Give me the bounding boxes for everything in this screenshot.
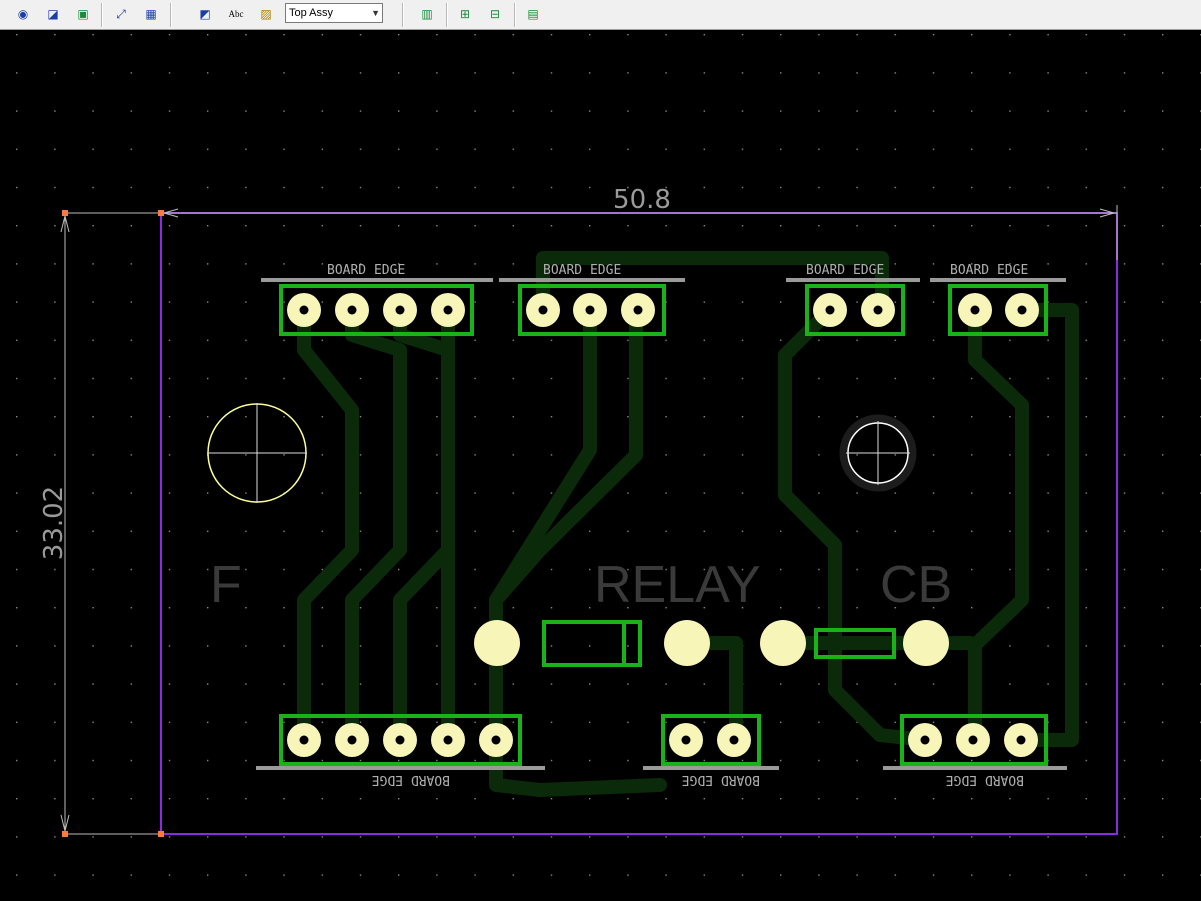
trace	[489, 303, 667, 797]
label-f: F	[210, 556, 242, 614]
board-edge-text: BOARD EDGE	[543, 263, 621, 278]
drc-icon[interactable]: ◩	[199, 7, 211, 21]
toolbar: ◉ ◪ ▣ ⤢ ▦ ◩ Abc ▨ Top Assy ▼ ▥ ⊞ ⊟ ▤	[0, 0, 1201, 30]
snap-icon[interactable]: ◉	[17, 7, 29, 21]
grid-dots	[0, 30, 1201, 901]
image-icon[interactable]: ▨	[260, 7, 272, 21]
board-edge-text: BOARD EDGE	[682, 772, 760, 787]
dimension-handles[interactable]	[62, 210, 164, 837]
footprint-outlines	[279, 284, 1048, 766]
dimension-height-label: 33.02	[39, 486, 69, 560]
toolbar-separator	[402, 3, 404, 27]
pad[interactable]	[908, 723, 942, 757]
pad[interactable]	[431, 293, 465, 327]
board-edge-labels: BOARD EDGE BOARD EDGE BOARD EDGE BOARD E…	[327, 263, 1028, 787]
pad[interactable]	[621, 293, 655, 327]
pad[interactable]	[474, 620, 520, 666]
pad[interactable]	[664, 620, 710, 666]
pad[interactable]	[383, 293, 417, 327]
toolbar-separator	[170, 3, 172, 27]
board-edge-text: BOARD EDGE	[946, 772, 1024, 787]
pad[interactable]	[335, 293, 369, 327]
pads	[287, 293, 1039, 757]
pad[interactable]	[431, 723, 465, 757]
pad[interactable]	[335, 723, 369, 757]
pad[interactable]	[861, 293, 895, 327]
chevron-down-icon: ▼	[371, 8, 380, 18]
connector-j1[interactable]	[279, 284, 474, 336]
pad[interactable]	[573, 293, 607, 327]
net-icon[interactable]: ⊞	[459, 7, 471, 21]
pad[interactable]	[760, 620, 806, 666]
trace	[489, 303, 643, 607]
board-edge-text: BOARD EDGE	[372, 772, 450, 787]
connector-j5[interactable]	[279, 714, 522, 766]
measure-icon[interactable]: ⤢	[116, 6, 126, 21]
connector-j7[interactable]	[900, 714, 1048, 766]
toolbar-separator	[101, 3, 103, 27]
connector-j6[interactable]	[661, 714, 761, 766]
board-edge-text: BOARD EDGE	[806, 263, 884, 278]
pad[interactable]	[669, 723, 703, 757]
pad[interactable]	[383, 723, 417, 757]
pad[interactable]	[1004, 723, 1038, 757]
toolbar-separator	[514, 3, 516, 27]
layer-icon[interactable]: ▣	[77, 7, 89, 21]
resistor-r1[interactable]	[814, 628, 896, 659]
pad[interactable]	[903, 620, 949, 666]
board-edge-text: BOARD EDGE	[327, 263, 405, 278]
pad[interactable]	[958, 293, 992, 327]
dimension-height[interactable]	[60, 212, 161, 835]
layer-select[interactable]: Top Assy ▼	[285, 3, 383, 23]
board-edge-text: BOARD EDGE	[950, 263, 1028, 278]
pad[interactable]	[717, 723, 751, 757]
grid-icon[interactable]: ▦	[145, 7, 157, 21]
pcb-canvas[interactable]: F RELAY CB BOARD EDGE BOARD EDGE BOARD E…	[0, 30, 1201, 901]
pad[interactable]	[479, 723, 513, 757]
pad[interactable]	[956, 723, 990, 757]
component-icon[interactable]: ▥	[421, 7, 433, 21]
trace	[968, 303, 1029, 747]
label-cb: CB	[880, 556, 952, 614]
text-icon[interactable]: Abc	[228, 9, 244, 19]
mounting-hole-left[interactable]	[207, 403, 307, 503]
layer-select-value: Top Assy	[289, 7, 334, 19]
route-icon[interactable]: ◪	[47, 7, 59, 21]
properties-icon[interactable]: ▤	[527, 7, 539, 21]
connector-j2[interactable]	[518, 284, 666, 336]
label-relay: RELAY	[594, 556, 761, 614]
pad[interactable]	[526, 293, 560, 327]
board-edge-lines	[256, 278, 1067, 770]
silkscreen: F RELAY CB	[210, 556, 952, 614]
pad[interactable]	[1005, 293, 1039, 327]
trace	[345, 303, 407, 747]
diode-d1[interactable]	[542, 620, 642, 667]
trace	[778, 303, 932, 747]
mounting-hole-right[interactable]	[839, 414, 917, 492]
ratsnest-icon[interactable]: ⊟	[489, 7, 501, 21]
pad[interactable]	[813, 293, 847, 327]
pad[interactable]	[287, 723, 321, 757]
connector-j3[interactable]	[805, 284, 905, 336]
pad[interactable]	[287, 293, 321, 327]
dimension-width-label: 50.8	[613, 185, 671, 215]
toolbar-separator	[446, 3, 448, 27]
trace	[297, 303, 359, 747]
connector-j4[interactable]	[948, 284, 1048, 336]
